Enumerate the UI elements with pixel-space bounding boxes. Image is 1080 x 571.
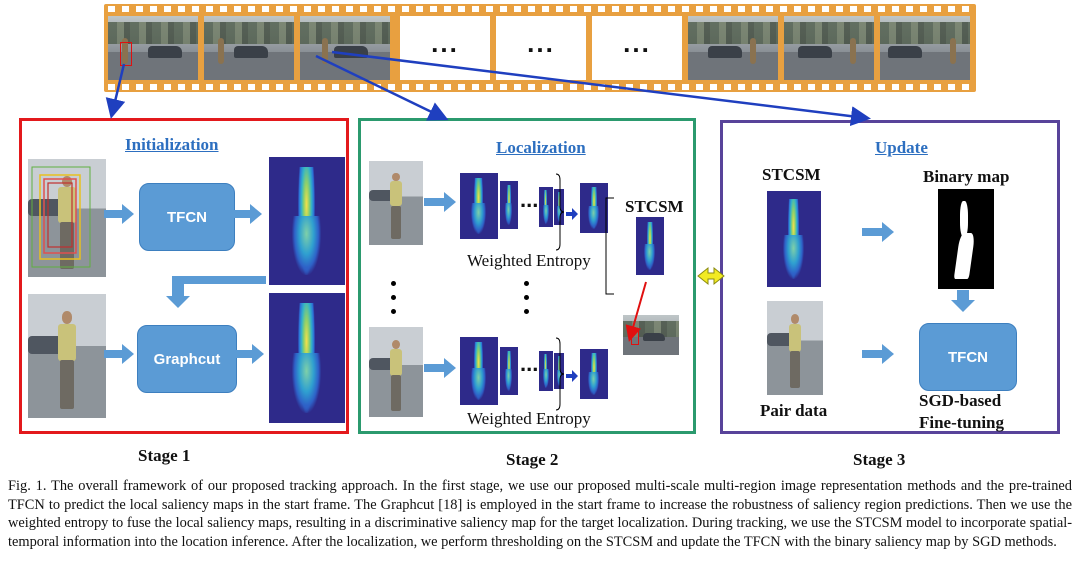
saliency-map-n-scale-2 <box>500 347 518 395</box>
stcsm-map <box>636 217 664 275</box>
tfcn-box-stage3: TFCN <box>919 323 1017 391</box>
pair-data-label: Pair data <box>760 401 828 420</box>
stcsm-label: STCSM <box>625 197 684 216</box>
tracking-frame-1 <box>369 161 423 245</box>
film-placeholder-3: ... <box>592 16 682 80</box>
localization-result-frame <box>623 315 679 355</box>
stage2-title: Localization <box>496 138 586 157</box>
graphcut-box: Graphcut <box>137 325 237 393</box>
weighted-entropy-label-top: Weighted Entropy <box>467 251 591 270</box>
video-frame-2 <box>204 16 294 80</box>
sgd-label-line1: SGD-based <box>919 391 1002 410</box>
saliency-map-n-scale-4 <box>554 353 564 389</box>
ellipsis-bottom: ... <box>520 351 539 376</box>
video-frame-5 <box>784 16 874 80</box>
saliency-map-scale-1 <box>460 173 498 239</box>
saliency-map-scale-3 <box>539 187 553 227</box>
film-sprockets-top <box>108 6 972 12</box>
weighted-entropy-label-bottom: Weighted Entropy <box>467 409 591 428</box>
stage1-title: Initialization <box>125 135 219 154</box>
pair-data-image <box>767 301 823 395</box>
binary-map <box>938 189 994 289</box>
tfcn-box: TFCN <box>139 183 235 251</box>
stage1-label: Stage 1 <box>138 446 191 465</box>
stage3-panel: Update STCSM Binary map Pair data TFCN S… <box>720 120 1060 434</box>
video-frame-3 <box>300 16 390 80</box>
refined-saliency-map <box>269 293 345 423</box>
saliency-map-scale-2 <box>500 181 518 229</box>
vertical-dots-left <box>390 281 398 323</box>
fused-saliency-map-top <box>580 183 608 233</box>
video-frame-4 <box>688 16 778 80</box>
ellipsis-top: ... <box>520 187 539 212</box>
target-box <box>120 42 132 66</box>
fused-saliency-map-bottom <box>580 349 608 399</box>
vertical-dots-right <box>523 281 531 323</box>
saliency-map-scale-4 <box>554 189 564 225</box>
local-saliency-map <box>269 157 345 285</box>
film-placeholder-2: ... <box>496 16 586 80</box>
video-frame-6 <box>880 16 970 80</box>
sgd-label-line2: Fine-tuning <box>919 413 1005 432</box>
video-frame-1 <box>108 16 198 80</box>
binary-map-label: Binary map <box>923 167 1010 186</box>
stage3-label: Stage 3 <box>853 450 906 469</box>
stage3-title: Update <box>875 138 928 157</box>
figure-caption: Fig. 1. The overall framework of our pro… <box>8 478 1072 550</box>
film-placeholder-1: ... <box>400 16 490 80</box>
saliency-map-n-scale-1 <box>460 337 498 405</box>
stage1-panel: Initialization TFCN Graphcut <box>19 118 349 434</box>
multi-region-boxes <box>31 166 91 268</box>
stcsm-label-stage3: STCSM <box>762 165 821 184</box>
stage2-label: Stage 2 <box>506 450 559 469</box>
stage2-panel: Localization ... Weighted Entropy STCSM … <box>358 118 696 434</box>
film-strip: ... ... ... <box>104 4 976 92</box>
start-frame-image-2 <box>28 294 106 418</box>
stcsm-map-stage3 <box>767 191 821 287</box>
saliency-map-n-scale-3 <box>539 351 553 391</box>
film-sprockets-bottom <box>108 84 972 90</box>
tracking-frame-n <box>369 327 423 417</box>
